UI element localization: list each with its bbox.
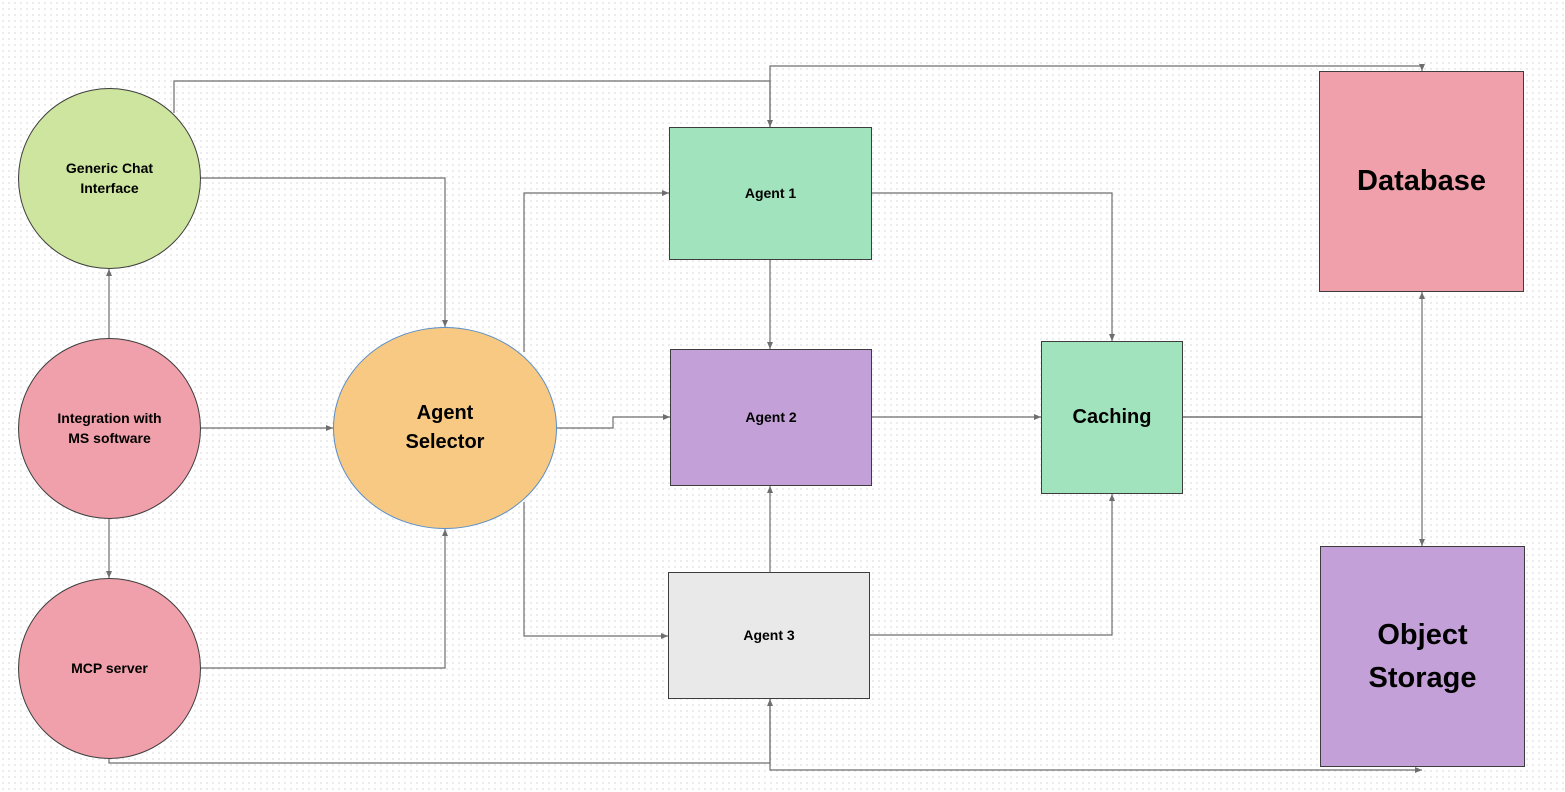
agent-2-node: Agent 2 <box>670 349 872 486</box>
connector-mcp-server-to-agent3 <box>108 699 773 764</box>
agent-1-node: Agent 1 <box>669 127 872 260</box>
connector-agent-selector-to-agent1 <box>523 190 669 352</box>
agent-selector-label: Agent Selector <box>405 402 485 453</box>
agent-1-label: Agent 1 <box>744 184 797 201</box>
caching-label: Caching <box>1072 406 1152 428</box>
agent-2-label: Agent 2 <box>745 408 797 425</box>
connector-caching-to-database <box>1183 292 1425 418</box>
object-storage-label: Object Storage <box>1368 619 1477 694</box>
connector-agent-selector-to-agent2 <box>557 414 670 429</box>
connector-generic-chat-to-agent-selector <box>201 177 448 327</box>
connector-caching-to-object-storage <box>1183 416 1425 546</box>
connector-mcp-server-to-agent-selector <box>201 529 448 669</box>
generic-chat-interface-label: Generic Chat Interface <box>65 159 154 196</box>
agent-3-node: Agent 3 <box>668 572 870 699</box>
database-label: Database <box>1357 165 1486 197</box>
mcp-server-node: MCP server <box>18 578 201 759</box>
agent-selector-node: Agent Selector <box>333 327 557 529</box>
connector-agent-selector-to-agent3 <box>523 502 668 639</box>
connector-agent1-to-database <box>769 64 1425 127</box>
ms-integration-node: Integration with MS software <box>18 338 201 519</box>
generic-chat-interface-node: Generic Chat Interface <box>18 88 201 269</box>
connector-generic-chat-to-agent1 <box>173 80 773 127</box>
object-storage-node: Object Storage <box>1320 546 1525 767</box>
database-node: Database <box>1319 71 1524 292</box>
connector-agent1-to-caching <box>872 192 1115 341</box>
ms-integration-label: Integration with MS software <box>57 409 162 446</box>
agent-3-label: Agent 3 <box>743 626 795 643</box>
mcp-server-label: MCP server <box>71 659 148 676</box>
caching-node: Caching <box>1041 341 1183 494</box>
connector-agent3-to-caching <box>870 494 1115 636</box>
connector-agent3-to-object-storage <box>769 699 1422 773</box>
